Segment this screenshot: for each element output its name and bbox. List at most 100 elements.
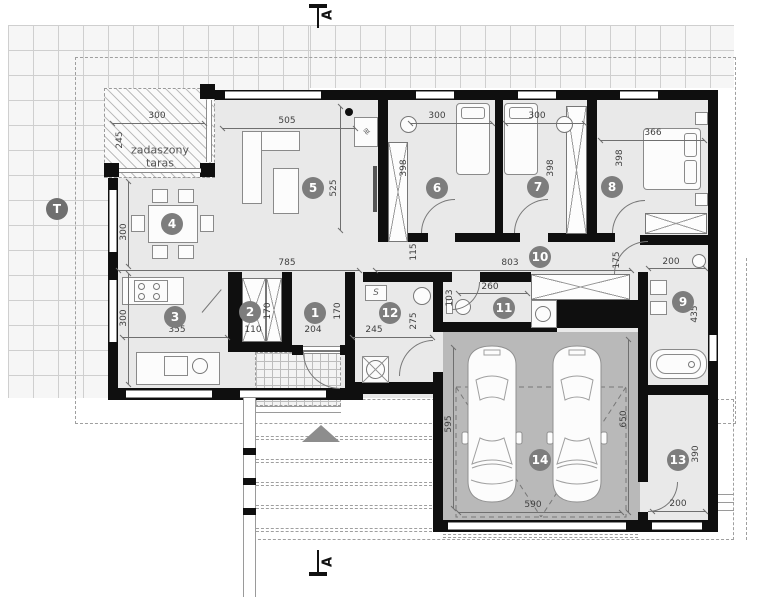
paving-line <box>256 436 432 440</box>
wardrobe <box>645 213 707 234</box>
dim-label: 115 <box>409 243 419 261</box>
dim-label: 103 <box>445 289 455 307</box>
outdoor-step <box>718 494 734 495</box>
wall <box>282 272 292 342</box>
wall <box>455 233 520 242</box>
covered-terrace-label-2: taras <box>145 156 175 170</box>
dim-label: 204 <box>304 325 322 335</box>
wall <box>557 300 638 328</box>
window <box>109 280 117 342</box>
room-badge-6: 6 <box>426 177 448 199</box>
dining-chair <box>152 245 168 259</box>
dim-label: 170 <box>263 302 273 320</box>
washer-cross <box>362 356 389 383</box>
dining-chair <box>178 189 194 203</box>
room-badge-11: 11 <box>493 297 515 319</box>
dining-chair <box>178 245 194 259</box>
paving-line <box>256 459 432 463</box>
terrace-post <box>200 84 215 99</box>
room-badge-3: 3 <box>164 306 186 328</box>
dim-line <box>648 268 706 269</box>
terrace-grid-top <box>310 25 734 88</box>
burner <box>138 293 145 300</box>
wall <box>292 345 303 355</box>
burner <box>153 283 160 290</box>
fireplace <box>354 117 378 147</box>
nightstand <box>695 193 708 206</box>
chimney-dot <box>345 108 353 116</box>
wall <box>480 272 531 282</box>
dim-label: 300 <box>148 111 166 121</box>
section-line-bottom <box>317 550 319 574</box>
kitchen-sink <box>164 356 188 376</box>
wall <box>340 345 345 355</box>
dim-label: 275 <box>409 312 419 330</box>
dim-label: 300 <box>428 111 446 121</box>
walkway <box>243 398 256 597</box>
wall <box>433 322 557 332</box>
terrace-post <box>200 163 215 177</box>
dim-label: 300 <box>528 111 546 121</box>
wall <box>640 235 708 245</box>
terrace-post <box>104 163 119 177</box>
wall <box>548 233 615 242</box>
right-boundary-line <box>746 258 747 540</box>
dim-line <box>628 340 629 512</box>
garage-door <box>448 522 626 530</box>
room-badge-7: 7 <box>527 176 549 198</box>
dim-line <box>128 182 129 266</box>
wall <box>708 392 718 532</box>
dim-label: 366 <box>644 128 662 138</box>
walkway-mark <box>243 448 256 455</box>
dim-line <box>222 128 356 129</box>
window <box>240 390 326 398</box>
dining-chair <box>152 189 168 203</box>
door-leaf <box>303 350 340 352</box>
wall <box>215 90 718 100</box>
wall <box>363 272 452 282</box>
wall <box>345 382 443 394</box>
entrance-arrow <box>302 425 340 442</box>
window <box>225 91 321 99</box>
pillow <box>461 107 485 119</box>
room-badge-1: 1 <box>304 302 326 324</box>
dim-label: 595 <box>444 415 454 433</box>
wall <box>433 272 443 332</box>
wall <box>378 100 388 233</box>
dim-line <box>458 293 528 294</box>
dim-label: 175 <box>612 251 622 269</box>
ceiling-lamp <box>556 116 573 133</box>
water-heater <box>365 285 387 301</box>
dim-label: 200 <box>662 257 680 267</box>
room-badge-5: 5 <box>302 177 324 199</box>
dining-chair <box>200 215 214 232</box>
dim-label: 785 <box>278 258 296 268</box>
dim-label: 110 <box>244 325 262 335</box>
wardrobe <box>566 106 587 234</box>
paving-line <box>443 534 638 538</box>
window <box>709 335 717 361</box>
dim-label: 650 <box>619 410 629 428</box>
window <box>620 91 658 99</box>
dim-label: 245 <box>365 325 383 335</box>
sink-bowl <box>192 358 208 374</box>
dim-label: 590 <box>524 500 542 510</box>
porch-step <box>255 406 341 407</box>
dim-line <box>375 270 632 271</box>
terrace-badge: T <box>46 198 68 220</box>
wardrobe <box>531 274 630 300</box>
dim-line <box>505 123 585 124</box>
outdoor-step <box>718 510 734 511</box>
toilet <box>650 280 667 295</box>
window <box>518 91 556 99</box>
dim-label: 398 <box>399 159 409 177</box>
dim-line <box>600 140 705 141</box>
roof-outline <box>75 57 736 424</box>
wall <box>228 342 292 352</box>
bidet <box>650 301 667 315</box>
burner <box>153 293 160 300</box>
wall <box>638 385 648 482</box>
dim-line <box>340 107 341 230</box>
window <box>652 522 702 530</box>
